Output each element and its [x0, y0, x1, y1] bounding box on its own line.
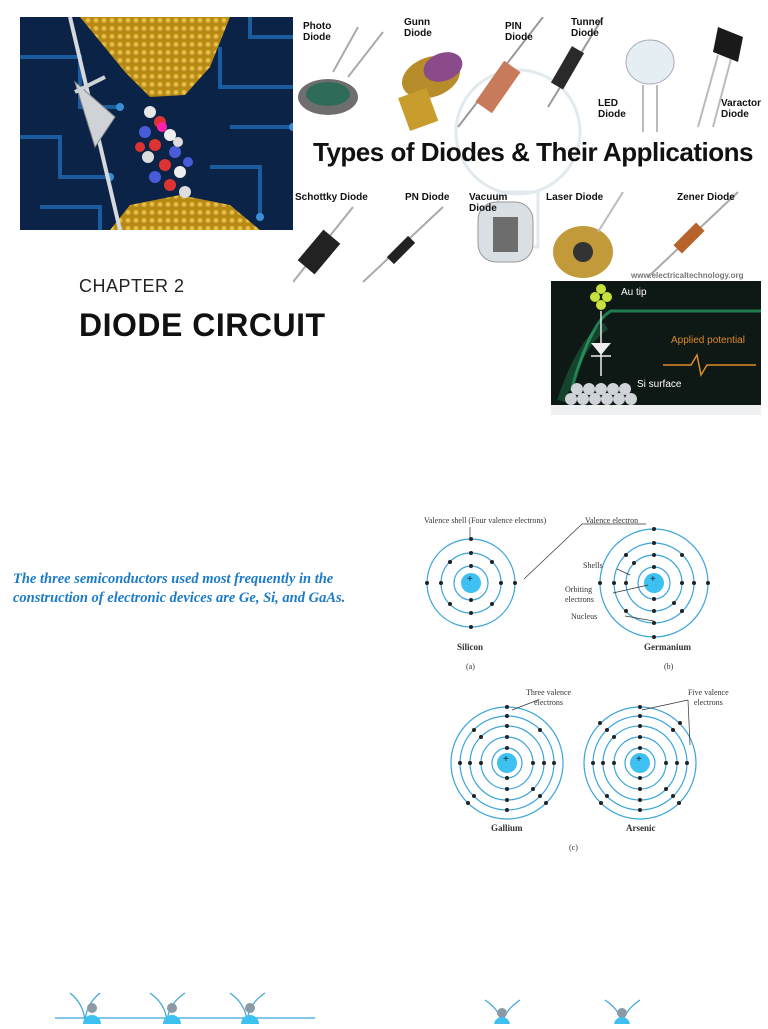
- applied-potential-label: Applied potential: [671, 335, 745, 346]
- arsenic-label: Arsenic: [626, 823, 656, 833]
- au-tip-image: Au tip Applied potential Si surface: [551, 281, 761, 415]
- nucleus-plus-ge: +: [650, 574, 656, 585]
- caption-b: (b): [664, 662, 674, 671]
- varactor-line1: Varactor: [721, 98, 761, 109]
- covalent-bond-diagram-right: [480, 995, 660, 1029]
- si-surface-label: Si surface: [637, 379, 682, 390]
- types-of-diodes-title: Types of Diodes & Their Applications: [313, 137, 753, 167]
- gunn-line2: Diode: [404, 28, 432, 39]
- varactor-line2: Diode: [721, 109, 749, 120]
- vacuum-line1: Vacuum: [469, 192, 508, 203]
- semiconductors-text: The three semiconductors used most frequ…: [13, 571, 346, 606]
- zener-diode-label: Zener Diode: [677, 192, 735, 203]
- nucleus-plus-ga: +: [503, 754, 509, 765]
- atomic-structure-diagram: Valence shell (Four valence electrons) V…: [400, 505, 768, 865]
- led-line2: Diode: [598, 109, 626, 120]
- covalent-bond-diagram-left: [55, 985, 315, 1029]
- five-line1: Five valence: [688, 688, 729, 697]
- valence-electron-label: Valence electron: [585, 516, 639, 525]
- shells-label: Shells: [583, 561, 603, 570]
- pin-line2: Diode: [505, 32, 533, 43]
- three-line1: Three valence: [526, 688, 572, 697]
- caption-c: (c): [569, 843, 578, 852]
- laser-diode-label: Laser Diode: [546, 192, 604, 203]
- au-tip-label: Au tip: [621, 287, 647, 298]
- orbiting-line1: Orbiting: [565, 585, 593, 594]
- five-line2: electrons: [693, 698, 723, 707]
- tunnel-line2: Diode: [571, 28, 599, 39]
- pin-line1: PIN: [505, 21, 522, 32]
- nucleus-label: Nucleus: [571, 612, 598, 621]
- vacuum-line2: Diode: [469, 203, 497, 214]
- dna-diode-image: [20, 17, 293, 230]
- three-line2: electrons: [534, 698, 563, 707]
- nucleus-plus-si: +: [467, 574, 473, 585]
- chapter-label: CHAPTER 2: [79, 276, 185, 296]
- photo-line1: Photo: [303, 21, 332, 32]
- gunn-line1: Gunn: [404, 17, 431, 28]
- watermark: www.electricaltechnology.org: [631, 271, 744, 280]
- gallium-label: Gallium: [491, 823, 523, 833]
- caption-a: (a): [466, 662, 475, 671]
- orbiting-line2: electrons: [565, 595, 594, 604]
- tunnel-line1: Tunnel: [571, 17, 604, 28]
- schottky-diode-label: Schottky Diode: [295, 192, 368, 203]
- pn-diode-label: PN Diode: [405, 192, 450, 203]
- germanium-label: Germanium: [644, 642, 691, 652]
- led-line1: LED: [598, 98, 618, 109]
- valence-shell-label: Valence shell (Four valence electrons): [424, 516, 547, 525]
- photo-line2: Diode: [303, 32, 331, 43]
- chapter-title: DIODE CIRCUIT: [79, 307, 326, 343]
- silicon-label: Silicon: [457, 642, 484, 652]
- nucleus-plus-as: +: [636, 754, 642, 765]
